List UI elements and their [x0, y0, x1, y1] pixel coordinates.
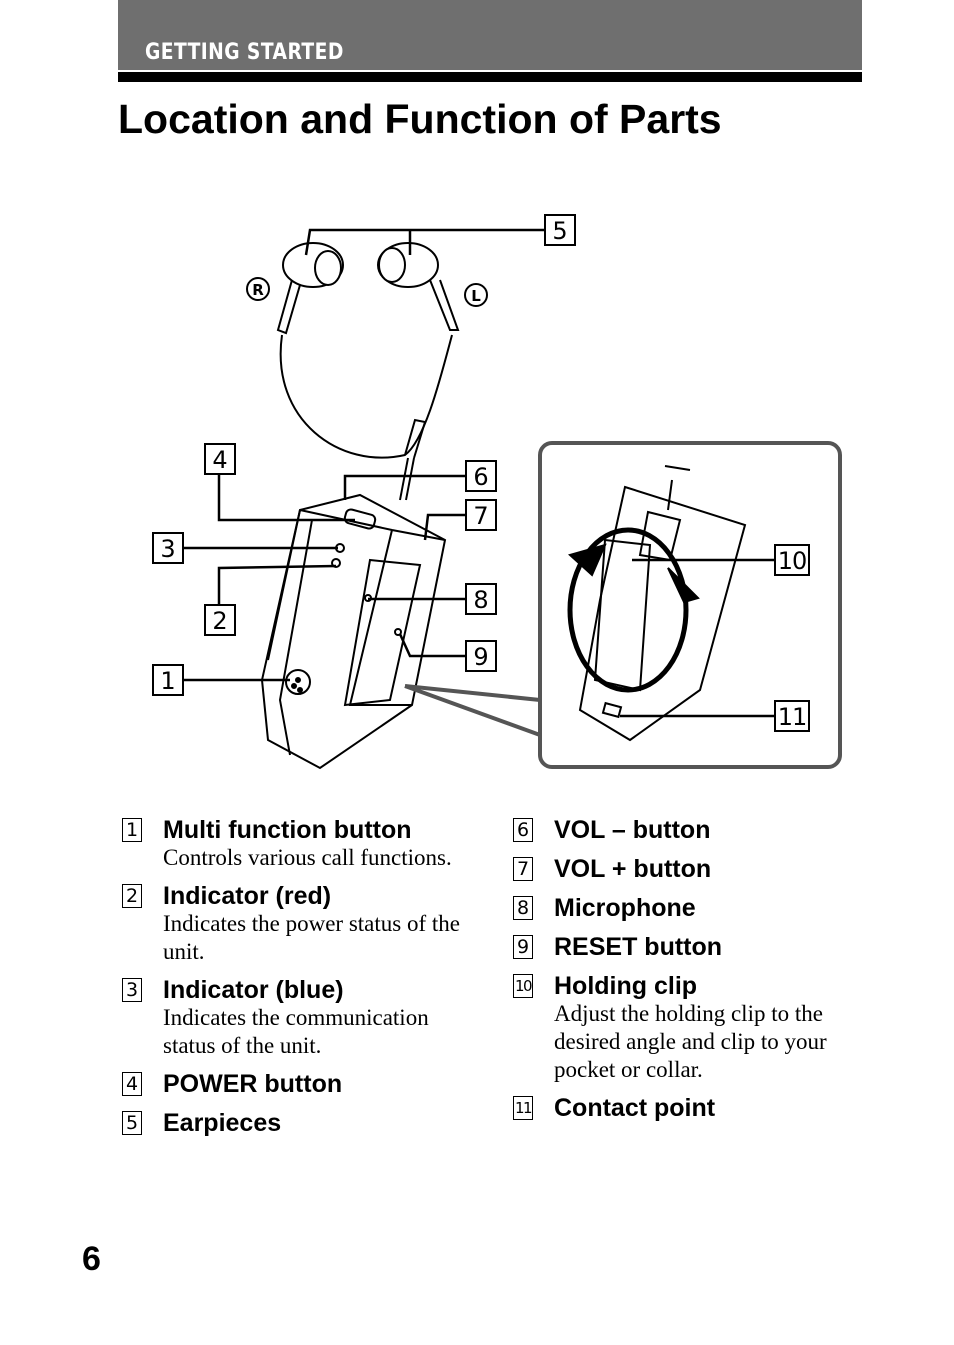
callout-11: 11 — [778, 703, 807, 731]
part-item-3: 3 Indicator (blue) Indicates the communi… — [122, 975, 482, 1060]
part-item-6: 6 VOL – button — [513, 815, 863, 845]
callout-1: 1 — [160, 667, 175, 695]
svg-text:L: L — [471, 287, 481, 305]
part-number: 8 — [513, 896, 533, 920]
parts-list-left: 1 Multi function button Controls various… — [122, 815, 482, 1147]
side-marker-right: R — [246, 277, 270, 301]
part-description: Indicates the communication status of th… — [163, 1005, 429, 1058]
part-name: POWER button — [163, 1070, 343, 1098]
callout-8: 8 — [473, 586, 488, 614]
part-item-8: 8 Microphone — [513, 893, 863, 923]
part-name: Earpieces — [163, 1109, 282, 1137]
section-label: GETTING STARTED — [145, 40, 344, 65]
inset-back-view — [567, 465, 747, 742]
parts-list-right: 6 VOL – button 7 VOL + button 8 Micropho… — [513, 815, 863, 1132]
callout-5: 5 — [552, 217, 567, 245]
part-name: Indicator (red) — [163, 882, 332, 910]
callout-2: 2 — [212, 607, 227, 635]
part-number: 2 — [122, 884, 142, 908]
section-header-rule — [118, 72, 862, 82]
part-number: 10 — [513, 974, 533, 998]
earpiece-right — [276, 242, 344, 335]
part-item-4: 4 POWER button — [122, 1069, 482, 1099]
callout-10: 10 — [778, 547, 807, 575]
callout-4: 4 — [212, 446, 227, 474]
part-number: 7 — [513, 857, 533, 881]
part-name: Indicator (blue) — [163, 976, 344, 1004]
callout-7: 7 — [473, 502, 488, 530]
part-item-11: 11 Contact point — [513, 1093, 863, 1123]
callout-3: 3 — [160, 535, 175, 563]
callout-9: 9 — [473, 643, 488, 671]
callout-6: 6 — [473, 463, 488, 491]
part-number: 1 — [122, 818, 142, 842]
part-description: Controls various call functions. — [163, 845, 452, 870]
part-description: Adjust the holding clip to the desired a… — [554, 1001, 827, 1082]
part-name: VOL – button — [554, 816, 711, 844]
earpiece-left — [377, 242, 460, 331]
part-name: Multi function button — [163, 816, 412, 844]
part-item-7: 7 VOL + button — [513, 854, 863, 884]
part-item-5: 5 Earpieces — [122, 1108, 482, 1138]
part-description: Indicates the power status of the unit. — [163, 911, 460, 964]
parts-illustration: R L — [152, 214, 842, 770]
part-name: Contact point — [554, 1094, 716, 1122]
part-item-2: 2 Indicator (red) Indicates the power st… — [122, 881, 482, 966]
part-number: 3 — [122, 978, 142, 1002]
part-name: Microphone — [554, 894, 696, 922]
part-number: 9 — [513, 935, 533, 959]
part-number: 5 — [122, 1111, 142, 1135]
svg-text:R: R — [252, 281, 264, 299]
section-header-bar — [118, 0, 862, 70]
page-title: Location and Function of Parts — [118, 96, 722, 142]
side-marker-left: L — [464, 283, 488, 307]
part-item-10: 10 Holding clip Adjust the holding clip … — [513, 971, 863, 1084]
inset-frame — [538, 441, 842, 769]
part-item-9: 9 RESET button — [513, 932, 863, 962]
part-name: RESET button — [554, 933, 723, 961]
part-item-1: 1 Multi function button Controls various… — [122, 815, 482, 872]
part-number: 4 — [122, 1072, 142, 1096]
part-name: VOL + button — [554, 855, 712, 883]
part-number: 11 — [513, 1096, 533, 1120]
part-number: 6 — [513, 818, 533, 842]
page-number: 6 — [82, 1240, 101, 1278]
part-name: Holding clip — [554, 972, 698, 1000]
